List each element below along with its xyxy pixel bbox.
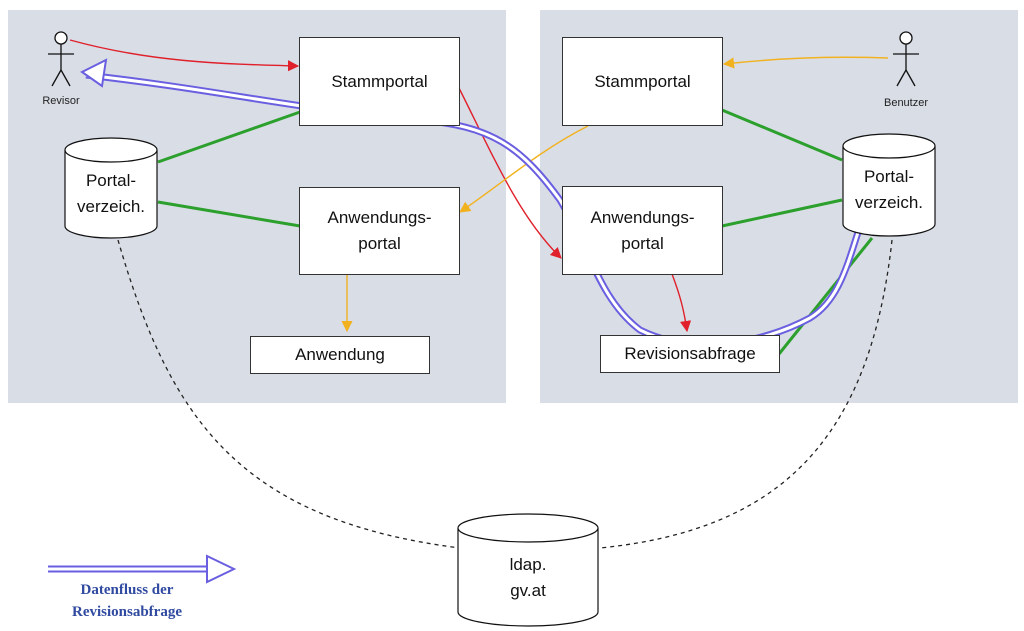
- right-stammportal-box: Stammportal: [562, 37, 723, 126]
- arrow-revisor-to-stammportal: [69, 39, 300, 72]
- left-anwendungsportal-box: Anwendungs- portal: [299, 187, 460, 275]
- link-right-directory-anwendungsportal: [721, 198, 843, 228]
- link-right-directory-stammportal: [721, 108, 843, 162]
- right-portal-directory: [842, 133, 936, 237]
- link-left-directory-anwendungsportal: [157, 200, 301, 228]
- benutzer-label: Benutzer: [883, 97, 929, 109]
- arrow-anwendungsportal-to-revisionsabfrage: [671, 273, 692, 333]
- right-directory-label: Portal- verzeich.: [854, 167, 924, 212]
- dashed-link-left-ldap: [117, 239, 461, 549]
- link-left-directory-stammportal: [157, 110, 301, 164]
- ldap-label: ldap. gv.at: [509, 555, 547, 600]
- right-anwendungsportal-box: Anwendungs- portal: [562, 186, 723, 275]
- dashed-link-right-ldap: [599, 239, 893, 549]
- legend-label: Datenfluss der Revisionsabfrage: [72, 582, 182, 620]
- ldap-directory: [457, 513, 599, 627]
- benutzer-actor-icon: [893, 31, 919, 87]
- left-stammportal-box: Stammportal: [299, 37, 460, 126]
- revisor-label: Revisor: [42, 95, 80, 107]
- arrow-stammportal-to-right-anwendungsportal: [458, 87, 562, 259]
- arrow-stammportal-to-left-anwendungsportal: [459, 125, 589, 213]
- left-anwendung-box: Anwendung: [250, 336, 430, 374]
- arrow-benutzer-to-stammportal: [722, 56, 889, 69]
- left-directory-label: Portal- verzeich.: [76, 171, 146, 216]
- revisionsabfrage-box: Revisionsabfrage: [600, 335, 780, 373]
- link-right-directory-revisionsabfrage: [777, 237, 874, 355]
- revisor-actor-icon: [48, 31, 74, 87]
- left-portal-directory: [64, 137, 158, 239]
- legend-flow-arrow: [48, 554, 237, 584]
